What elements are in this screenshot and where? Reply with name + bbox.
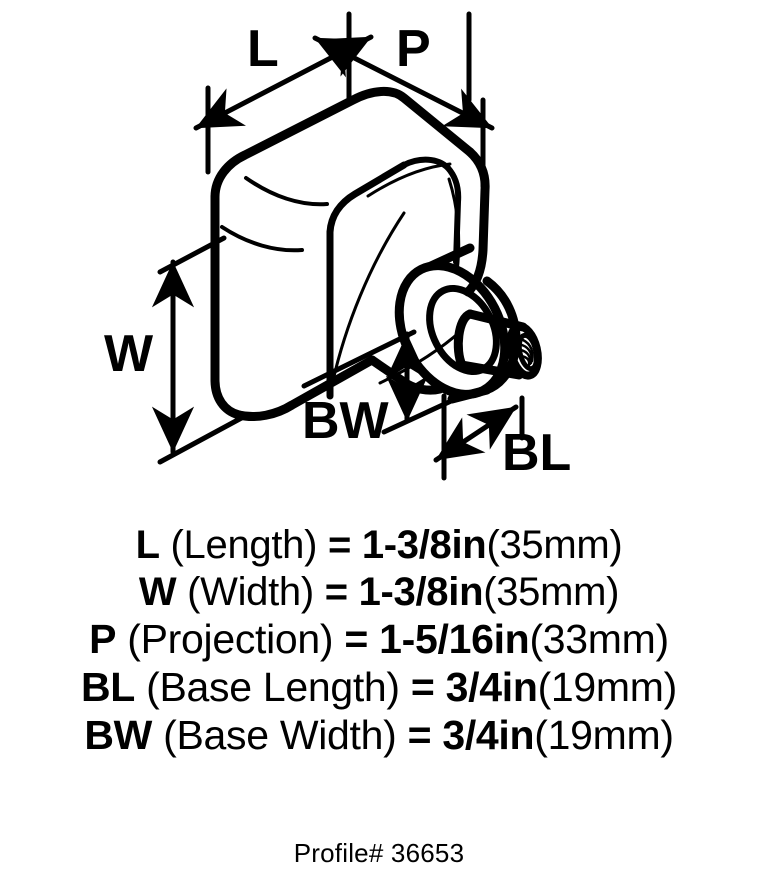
spec-equals: = — [344, 616, 380, 662]
spec-metric: (35mm) — [483, 570, 620, 614]
spec-row-length: L (Length) = 1-3/8in(35mm) — [136, 522, 623, 569]
spec-metric: (35mm) — [486, 523, 623, 567]
spec-metric: (19mm) — [534, 712, 674, 758]
spec-metric: (19mm) — [537, 664, 678, 710]
spec-row-projection: P (Projection) = 1-5/16in(33mm) — [89, 616, 669, 664]
spec-name: (Width) — [176, 570, 325, 614]
callout-label-W: W — [104, 325, 154, 383]
spec-symbol: P — [89, 616, 117, 662]
knob-drawing-svg: L P W BW BL — [104, 11, 571, 482]
spec-equals: = — [407, 712, 443, 758]
spec-name: (Length) — [159, 523, 328, 567]
spec-equals: = — [327, 523, 362, 567]
spec-name: (Projection) — [116, 616, 345, 662]
spec-equals: = — [410, 664, 446, 710]
spec-row-base-length: BL (Base Length) = 3/4in(19mm) — [81, 664, 677, 712]
spec-name: (Base Length) — [135, 664, 411, 710]
spec-symbol: W — [138, 570, 177, 614]
spec-symbol: BL — [80, 664, 136, 710]
spec-imperial: 1-3/8in — [358, 570, 484, 614]
profile-number-label: Profile# 36653 — [293, 838, 465, 868]
spec-imperial: 3/4in — [445, 664, 538, 710]
spec-imperial: 1-3/8in — [361, 523, 487, 567]
spec-symbol: BW — [84, 712, 153, 758]
spec-row-width: W (Width) = 1-3/8in(35mm) — [138, 569, 620, 616]
dimension-spec-list: L (Length) = 1-3/8in(35mm) W (Width) = 1… — [0, 522, 758, 760]
spec-imperial: 1-5/16in — [379, 616, 530, 662]
spec-equals: = — [324, 570, 359, 614]
callout-label-BW: BW — [302, 392, 390, 450]
callout-label-BL: BL — [502, 424, 571, 482]
spec-metric: (33mm) — [529, 616, 669, 662]
spec-row-base-width: BW (Base Width) = 3/4in(19mm) — [84, 712, 674, 760]
spec-imperial: 3/4in — [442, 712, 535, 758]
knob-technical-drawing: L P W BW BL — [104, 11, 571, 482]
callout-label-P: P — [396, 20, 431, 78]
callout-label-L: L — [247, 20, 279, 78]
spec-symbol: L — [135, 523, 160, 567]
spec-name: (Base Width) — [152, 712, 408, 758]
